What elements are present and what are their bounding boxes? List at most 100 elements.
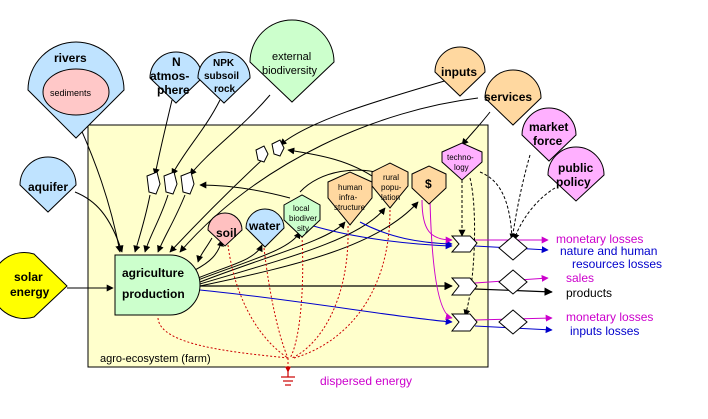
heat-water xyxy=(263,247,289,359)
solar-label-1: solar xyxy=(14,270,43,284)
flow-tank3-production xyxy=(157,194,186,253)
monetary-losses-label-2: monetary losses xyxy=(566,310,653,324)
heat-production xyxy=(157,317,289,359)
rivers-source: rivers sediments xyxy=(27,41,125,139)
products-label: products xyxy=(566,286,612,300)
local-bio-label-2: biodiver xyxy=(289,214,317,223)
money-label: $ xyxy=(425,177,432,191)
water-storage: water xyxy=(245,208,285,248)
flow-inputs-tank xyxy=(279,79,449,146)
local-bio-label-1: local xyxy=(293,204,310,213)
aquifer-source: aquifer xyxy=(19,156,77,213)
flow-tech-policy xyxy=(479,171,513,239)
flow-tank4-production xyxy=(169,159,263,253)
market-label-2: force xyxy=(533,134,563,148)
agriculture-label-2: production xyxy=(122,287,185,301)
flow-bio-tank xyxy=(189,94,271,176)
interaction-tank-3 xyxy=(180,171,195,195)
flow-market-gate xyxy=(509,154,531,241)
npk-label-3: rock xyxy=(214,84,236,95)
flow-tank2-production xyxy=(143,194,169,253)
heat-rural xyxy=(293,209,391,359)
public-label-2: policy xyxy=(556,175,591,189)
services-label: services xyxy=(484,90,532,104)
agriculture-production-block: agriculture production xyxy=(114,254,201,316)
aquifer-label: aquifer xyxy=(28,180,68,194)
n-atmosphere-label-2: atmos- xyxy=(150,69,189,83)
flow-soil-production xyxy=(196,237,213,263)
flow-production-rural xyxy=(199,207,386,285)
price-diamond-3 xyxy=(498,309,528,335)
technology-storage: techno- logy xyxy=(441,142,483,181)
external-biodiversity-source: external biodiversity xyxy=(249,19,335,103)
flow-bio-nature-losses xyxy=(309,224,453,250)
interaction-tank-4 xyxy=(255,145,269,163)
flow-tech-gate-3 xyxy=(463,177,476,317)
flow-money-monetary-1 xyxy=(421,199,453,244)
gate-1 xyxy=(450,235,478,253)
flow-production-soil xyxy=(194,239,224,271)
public-policy-source: public policy xyxy=(547,146,605,202)
flow-local-bio-tanks xyxy=(199,181,291,199)
money-storage: $ xyxy=(411,165,447,205)
heat-soil xyxy=(227,244,289,359)
heat-sink-icon xyxy=(281,368,295,386)
agro-ecosystem-label: agro-ecosystem (farm) xyxy=(100,353,211,365)
public-label-1: public xyxy=(558,161,594,175)
inputs-source: inputs xyxy=(434,46,486,97)
sediments-label: sediments xyxy=(50,88,92,98)
human-infra-label-1: human xyxy=(338,183,362,192)
flow-tank1-production xyxy=(133,194,151,253)
flow-aquifer-production xyxy=(74,191,124,253)
gate-2 xyxy=(450,277,478,296)
npk-subsoil-source: NPK subsoil rock xyxy=(197,51,251,104)
rural-pop-label-3: lation xyxy=(381,193,400,202)
npk-label-1: NPK xyxy=(213,58,235,69)
external-biodiversity-label-2: biodiversity xyxy=(262,65,318,77)
flow-production-infra xyxy=(199,221,346,283)
agriculture-label-1: agriculture xyxy=(122,266,184,280)
flow-n-tank xyxy=(152,99,173,176)
gate-3 xyxy=(450,313,478,332)
soil-storage: soil xyxy=(207,212,243,247)
n-atmosphere-label-3: phere xyxy=(157,83,190,97)
flow-money-monetary-2 xyxy=(429,199,453,320)
flow-rural-tanks xyxy=(287,147,379,181)
solar-energy-source: solar energy xyxy=(0,252,68,319)
external-biodiversity-label-1: external xyxy=(272,51,311,63)
rural-population-storage: rural popu- lation xyxy=(371,162,409,209)
technology-label-2: logy xyxy=(454,163,469,172)
rural-pop-label-2: popu- xyxy=(381,183,402,192)
dispersed-energy-label: dispersed energy xyxy=(320,374,412,388)
human-infra-label-3: structure xyxy=(334,203,366,212)
flow-production-nature-losses xyxy=(199,289,453,326)
flow-production-localbio xyxy=(197,231,301,281)
soil-label: soil xyxy=(216,226,237,240)
flow-infra-nature-losses xyxy=(359,221,453,248)
flow-npk-tank xyxy=(171,99,221,176)
rivers-label: rivers xyxy=(54,51,87,65)
interaction-tank-1 xyxy=(146,171,161,195)
inputs-label: inputs xyxy=(441,65,477,79)
flow-production-water xyxy=(197,244,263,279)
inputs-losses-label: inputs losses xyxy=(570,324,639,338)
monetary-losses-label-1: monetary losses xyxy=(556,232,643,246)
technology-label-1: techno- xyxy=(447,153,474,162)
npk-label-2: subsoil xyxy=(204,71,239,82)
local-bio-label-3: sity xyxy=(297,224,309,233)
flow-services-tech xyxy=(461,111,491,146)
local-biodiversity-storage: local biodiver sity xyxy=(283,194,321,238)
agro-ecosystem-boundary xyxy=(87,124,489,368)
nature-losses-label-1: nature and human xyxy=(560,244,657,258)
nature-losses-label-2: resources losses xyxy=(572,257,662,271)
solar-label-2: energy xyxy=(10,285,50,299)
price-diamond-1 xyxy=(498,235,528,261)
heat-infra xyxy=(291,225,349,359)
flow-production-money xyxy=(199,201,419,287)
interaction-tank-2 xyxy=(163,171,178,195)
market-label-1: market xyxy=(529,120,568,134)
n-atmosphere-label-1: N xyxy=(172,55,181,69)
human-infra-label-2: infra- xyxy=(339,193,358,202)
interaction-tank-5 xyxy=(271,139,285,157)
